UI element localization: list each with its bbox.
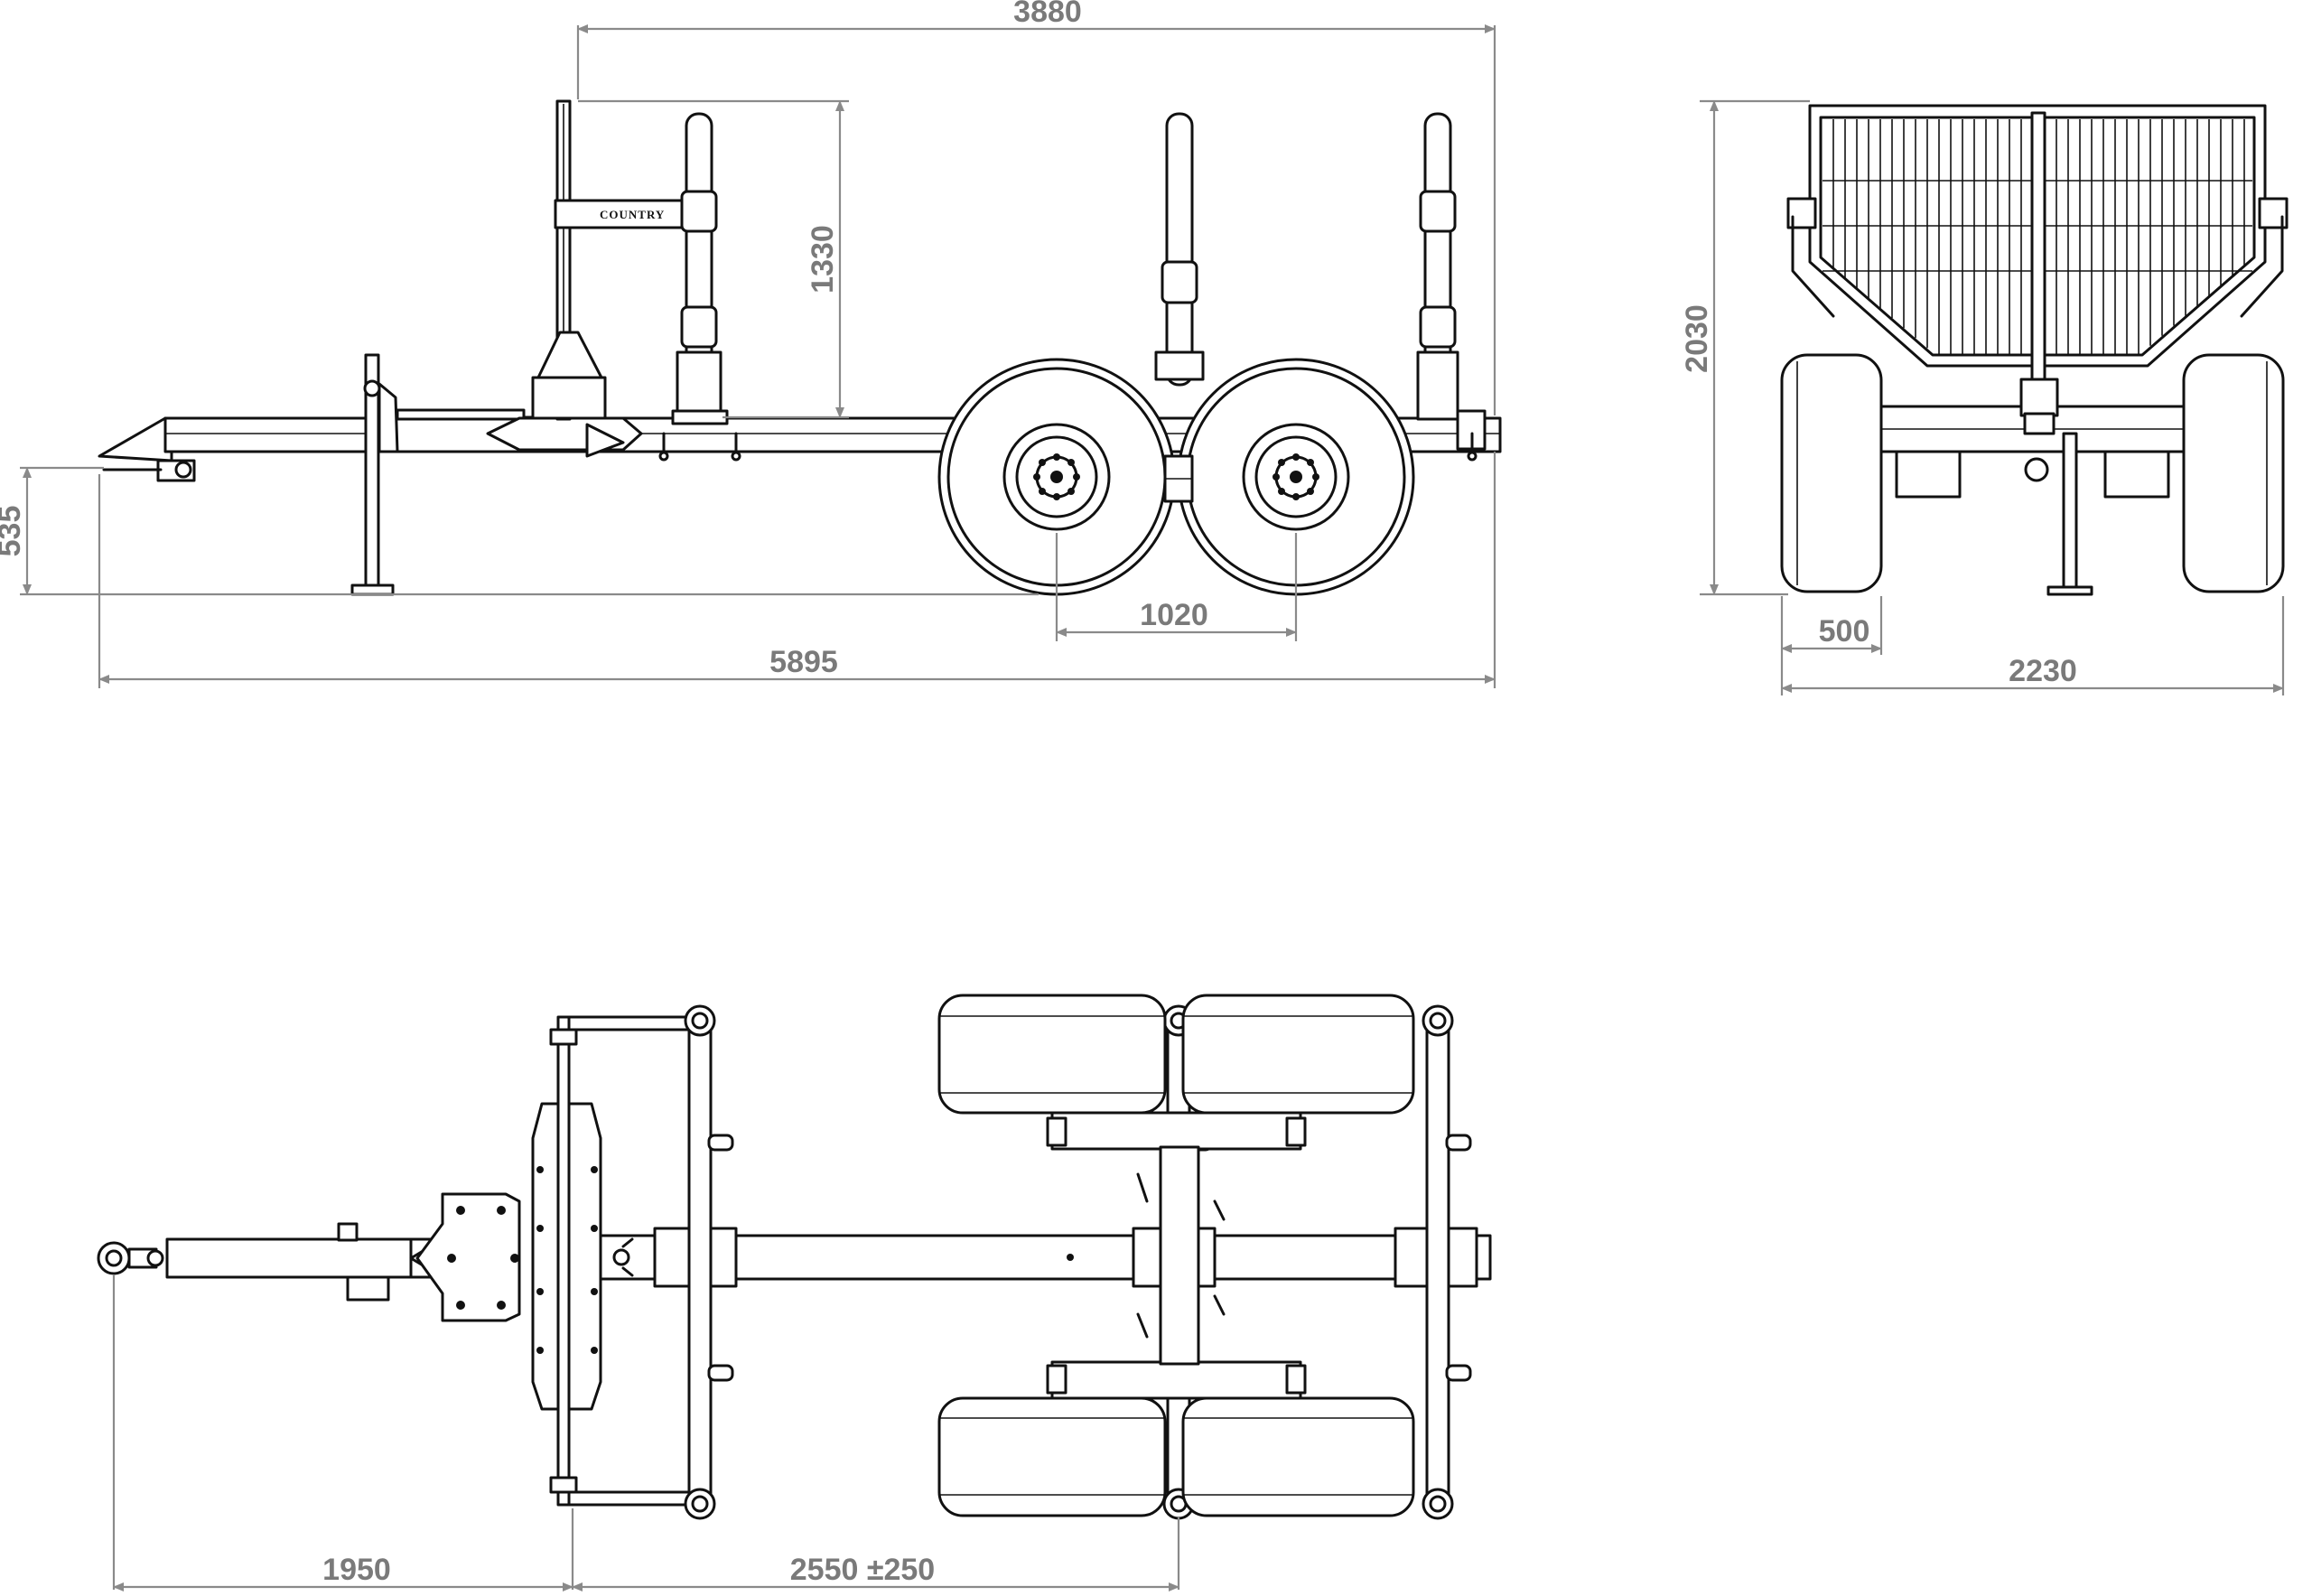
top-axle-hubs (1046, 1111, 1307, 1400)
front-wheel-right (2182, 353, 2285, 593)
side-stake-middle (1154, 112, 1205, 387)
side-stake-front (671, 112, 729, 425)
front-headboard-post (2019, 111, 2059, 435)
dim-overall-length: 5895 (769, 645, 838, 679)
dim-axle-spacing: 1020 (1140, 598, 1208, 632)
side-headboard: COUNTRY (531, 99, 711, 421)
brand-label: COUNTRY (600, 208, 665, 221)
side-bogie (1163, 454, 1194, 503)
top-view (97, 994, 1492, 1520)
top-tires (937, 994, 1415, 1517)
dim-drawbar-length: 1950 (322, 1553, 391, 1587)
dim-load-length: 3880 (1013, 0, 1082, 29)
dimension-lines (20, 24, 2285, 1591)
dim-hitch-height: 535 (0, 506, 27, 557)
side-stake-clips (658, 432, 1478, 462)
front-view (1780, 104, 2289, 596)
top-mount-plate (415, 1192, 521, 1322)
dim-stake-height: 1330 (806, 225, 840, 294)
side-wheel-rear (1177, 358, 1415, 596)
front-wheel-left (1780, 353, 1883, 593)
dim-overall-width: 2230 (2009, 654, 2077, 688)
top-frame-beam (599, 1227, 1492, 1288)
side-support-leg (350, 353, 399, 596)
front-support-leg (2024, 432, 2093, 596)
side-stake-rear (1416, 112, 1487, 451)
dim-drawbar-range: 2550 ±250 (790, 1553, 935, 1587)
dim-overall-height: 2030 (1680, 304, 1714, 373)
top-drawbar (97, 1222, 444, 1302)
dim-track-width: 500 (1819, 614, 1870, 649)
side-view: COUNTRY (98, 99, 1502, 596)
